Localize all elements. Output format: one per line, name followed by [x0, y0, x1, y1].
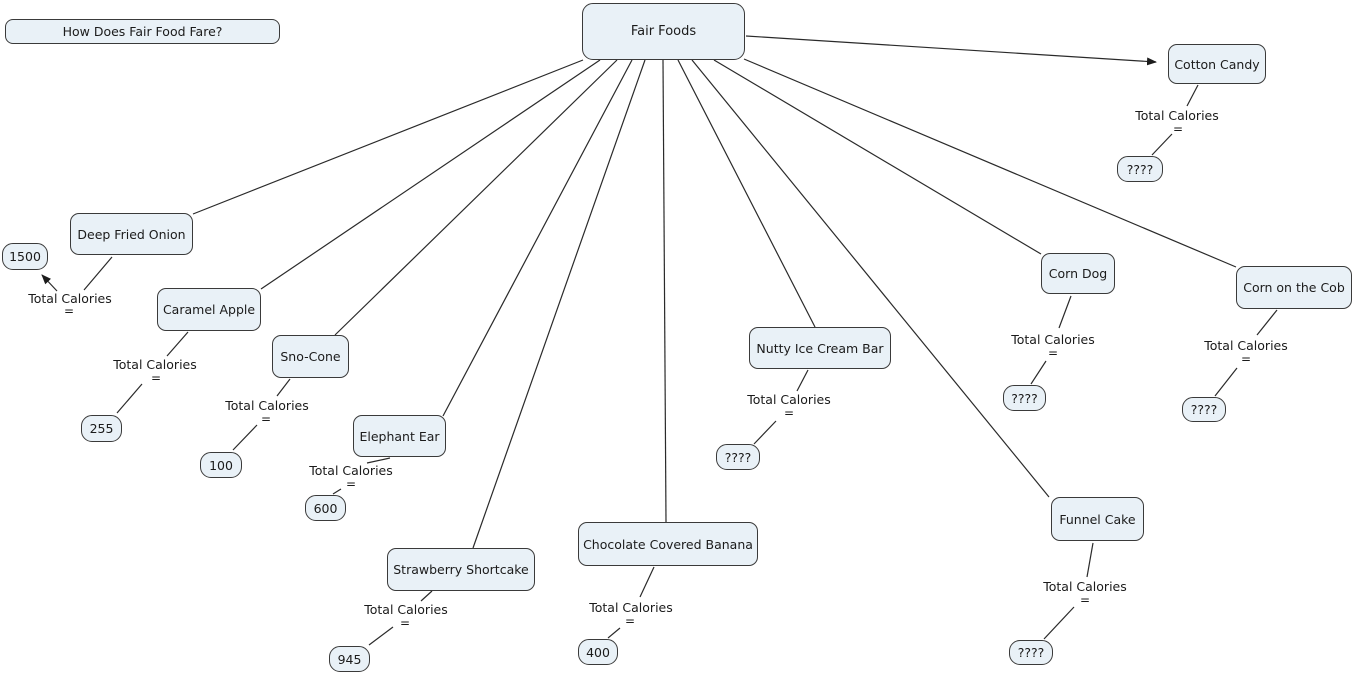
- edge-root-to-funnel-cake: [691, 59, 1050, 498]
- edge-nutty-ice-cream-bar-to-calories-label: [796, 369, 809, 392]
- edge-root-to-chocolate-covered-banana: [662, 59, 667, 523]
- node-chocolate-covered-banana[interactable]: Chocolate Covered Banana: [578, 522, 758, 566]
- edge-sno-cone-calories-to-value: [232, 424, 258, 451]
- edge-root-to-elephant-ear: [442, 59, 633, 417]
- edge-strawberry-shortcake-to-calories-label: [420, 590, 433, 602]
- map-title-box[interactable]: How Does Fair Food Fare?: [5, 19, 280, 44]
- node-cotton-candy[interactable]: Cotton Candy: [1168, 44, 1266, 84]
- total-calories-label-corn-on-the-cob: Total Calories: [1204, 338, 1288, 353]
- edge-cotton-candy-to-calories-label: [1186, 84, 1199, 107]
- edge-nutty-ice-cream-bar-calories-to-value: [753, 420, 777, 445]
- equals-label-corn-on-the-cob: =: [1240, 352, 1252, 366]
- calorie-value-deep-fried-onion[interactable]: 1500: [2, 243, 48, 270]
- node-funnel-cake[interactable]: Funnel Cake: [1051, 497, 1144, 541]
- edge-corn-on-the-cob-to-calories-label: [1256, 309, 1278, 336]
- node-nutty-ice-cream-bar[interactable]: Nutty Ice Cream Bar: [749, 327, 891, 369]
- node-deep-fried-onion[interactable]: Deep Fried Onion: [70, 213, 193, 255]
- total-calories-label-nutty-ice-cream-bar: Total Calories: [747, 392, 831, 407]
- edge-chocolate-covered-banana-to-calories-label: [639, 566, 655, 598]
- calorie-value-corn-dog[interactable]: ????: [1003, 385, 1046, 411]
- edge-root-to-strawberry-shortcake: [472, 59, 646, 549]
- equals-label-cotton-candy: =: [1172, 122, 1184, 136]
- edge-strawberry-shortcake-calories-to-value: [368, 626, 394, 646]
- equals-label-deep-fried-onion: =: [63, 304, 75, 318]
- root-node-fair-foods[interactable]: Fair Foods: [582, 3, 745, 60]
- equals-label-elephant-ear: =: [345, 477, 357, 491]
- total-calories-label-elephant-ear: Total Calories: [309, 463, 393, 478]
- node-sno-cone[interactable]: Sno-Cone: [272, 335, 349, 378]
- calorie-value-sno-cone[interactable]: 100: [200, 452, 242, 478]
- edge-root-to-nutty-ice-cream-bar: [677, 59, 816, 328]
- node-corn-dog[interactable]: Corn Dog: [1041, 253, 1115, 294]
- total-calories-label-chocolate-covered-banana: Total Calories: [589, 600, 673, 615]
- edge-root-to-cotton-candy: [745, 35, 1157, 66]
- total-calories-label-caramel-apple: Total Calories: [113, 357, 197, 372]
- edge-sno-cone-to-calories-label: [276, 378, 291, 397]
- edge-caramel-apple-to-calories-label: [166, 331, 189, 357]
- edge-chocolate-covered-banana-calories-to-value: [607, 627, 621, 639]
- calorie-value-chocolate-covered-banana[interactable]: 400: [578, 639, 618, 665]
- equals-label-sno-cone: =: [260, 412, 272, 426]
- edge-corn-dog-to-calories-label: [1058, 295, 1072, 329]
- node-corn-on-the-cob[interactable]: Corn on the Cob: [1236, 266, 1352, 309]
- total-calories-label-corn-dog: Total Calories: [1011, 332, 1095, 347]
- edge-root-to-corn-dog: [713, 59, 1042, 255]
- edge-root-to-sno-cone: [334, 59, 618, 336]
- edge-corn-on-the-cob-calories-to-value: [1214, 367, 1238, 397]
- calorie-value-nutty-ice-cream-bar[interactable]: ????: [716, 444, 760, 470]
- total-calories-label-funnel-cake: Total Calories: [1043, 579, 1127, 594]
- total-calories-label-cotton-candy: Total Calories: [1135, 108, 1219, 123]
- edge-funnel-cake-calories-to-value: [1043, 606, 1075, 640]
- equals-label-corn-dog: =: [1047, 346, 1059, 360]
- calorie-value-funnel-cake[interactable]: ????: [1009, 640, 1053, 665]
- calorie-value-elephant-ear[interactable]: 600: [305, 495, 346, 521]
- equals-label-nutty-ice-cream-bar: =: [783, 406, 795, 420]
- edge-root-to-caramel-apple: [260, 59, 601, 290]
- calorie-value-strawberry-shortcake[interactable]: 945: [329, 646, 370, 672]
- edge-corn-dog-calories-to-value: [1030, 360, 1047, 385]
- total-calories-label-strawberry-shortcake: Total Calories: [364, 602, 448, 617]
- node-caramel-apple[interactable]: Caramel Apple: [157, 288, 261, 331]
- node-elephant-ear[interactable]: Elephant Ear: [353, 415, 446, 457]
- node-strawberry-shortcake[interactable]: Strawberry Shortcake: [387, 548, 535, 591]
- edge-cotton-candy-calories-to-value: [1151, 133, 1173, 156]
- equals-label-caramel-apple: =: [150, 371, 162, 385]
- equals-label-chocolate-covered-banana: =: [624, 614, 636, 628]
- calorie-value-cotton-candy[interactable]: ????: [1117, 156, 1163, 182]
- edge-deep-fried-onion-calories-to-value: [41, 274, 58, 292]
- equals-label-strawberry-shortcake: =: [399, 616, 411, 630]
- calorie-value-caramel-apple[interactable]: 255: [81, 415, 122, 442]
- total-calories-label-sno-cone: Total Calories: [225, 398, 309, 413]
- edge-elephant-ear-calories-to-value: [332, 488, 342, 495]
- edge-deep-fried-onion-to-calories-label: [83, 256, 113, 291]
- edge-funnel-cake-to-calories-label: [1086, 542, 1094, 578]
- edge-caramel-apple-calories-to-value: [116, 383, 143, 414]
- calorie-value-corn-on-the-cob[interactable]: ????: [1182, 397, 1226, 422]
- edge-root-to-deep-fried-onion: [192, 59, 584, 215]
- equals-label-funnel-cake: =: [1079, 593, 1091, 607]
- total-calories-label-deep-fried-onion: Total Calories: [28, 291, 112, 306]
